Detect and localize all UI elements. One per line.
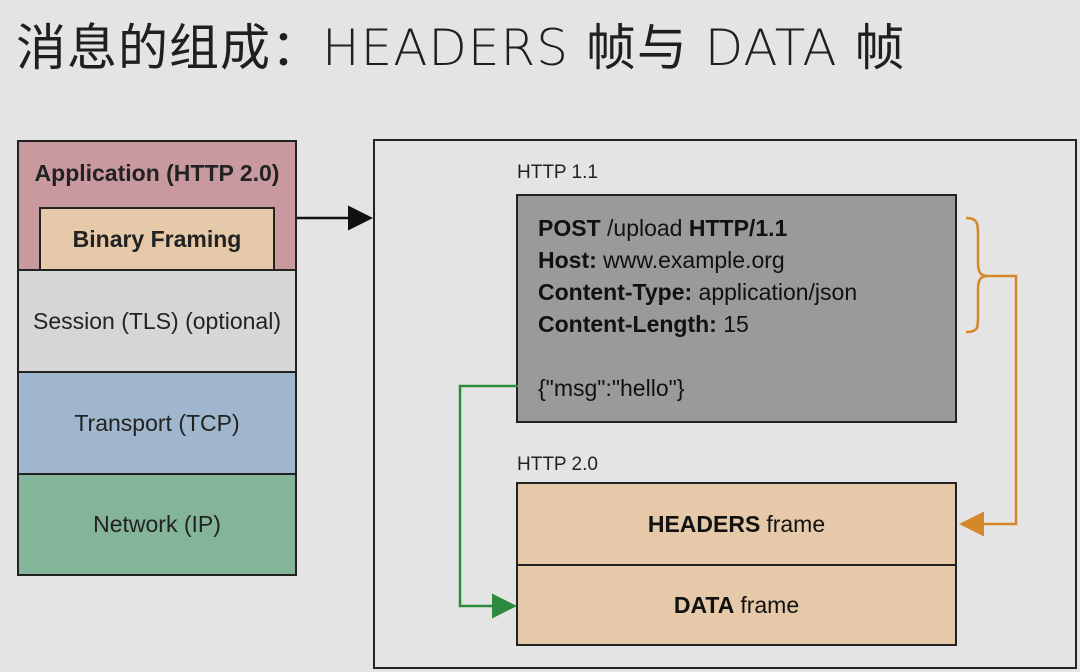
request-method: POST: [538, 215, 601, 241]
header-host: Host: www.example.org: [538, 244, 955, 276]
layer-network: Network (IP): [19, 475, 295, 574]
data-frame-key: DATA: [673, 591, 735, 618]
headers-frame-key: HEADERS: [647, 510, 761, 537]
http11-label: HTTP 1.1: [517, 162, 598, 183]
http11-message: POST /upload HTTP/1.1 Host: www.example.…: [516, 194, 957, 423]
header-key: Host:: [538, 247, 597, 273]
layer-transport: Transport (TCP): [19, 373, 295, 475]
data-frame-suffix: frame: [740, 591, 800, 618]
layer-application-label: Application (HTTP 2.0): [34, 160, 280, 186]
header-content-length: Content-Length: 15: [538, 308, 955, 340]
data-arrow: [458, 384, 518, 619]
header-value: application/json: [692, 279, 858, 305]
header-content-type: Content-Type: application/json: [538, 276, 955, 308]
header-key: Content-Type:: [538, 279, 693, 305]
request-line: POST /upload HTTP/1.1: [538, 212, 955, 244]
header-value: www.example.org: [596, 247, 785, 273]
headers-arrow: [959, 274, 1018, 537]
request-version: HTTP/1.1: [688, 215, 788, 241]
layer-session: Session (TLS) (optional): [19, 271, 295, 373]
page-title: 消息的组成：HEADERS 帧与 DATA 帧: [16, 19, 906, 77]
protocol-stack: Application (HTTP 2.0) Binary Framing Se…: [17, 140, 297, 576]
headers-frame-suffix: frame: [766, 510, 826, 537]
message-body: {"msg":"hello"}: [538, 375, 685, 401]
headers-brace-icon: [965, 216, 989, 334]
http20-label: HTTP 2.0: [517, 454, 598, 475]
layer-application: Application (HTTP 2.0) Binary Framing: [19, 142, 295, 271]
request-path: /upload: [600, 215, 689, 241]
header-value: 15: [716, 311, 749, 337]
header-key: Content-Length:: [538, 311, 717, 337]
layer-binary-framing: Binary Framing: [39, 207, 275, 269]
message-container: [373, 139, 1077, 669]
